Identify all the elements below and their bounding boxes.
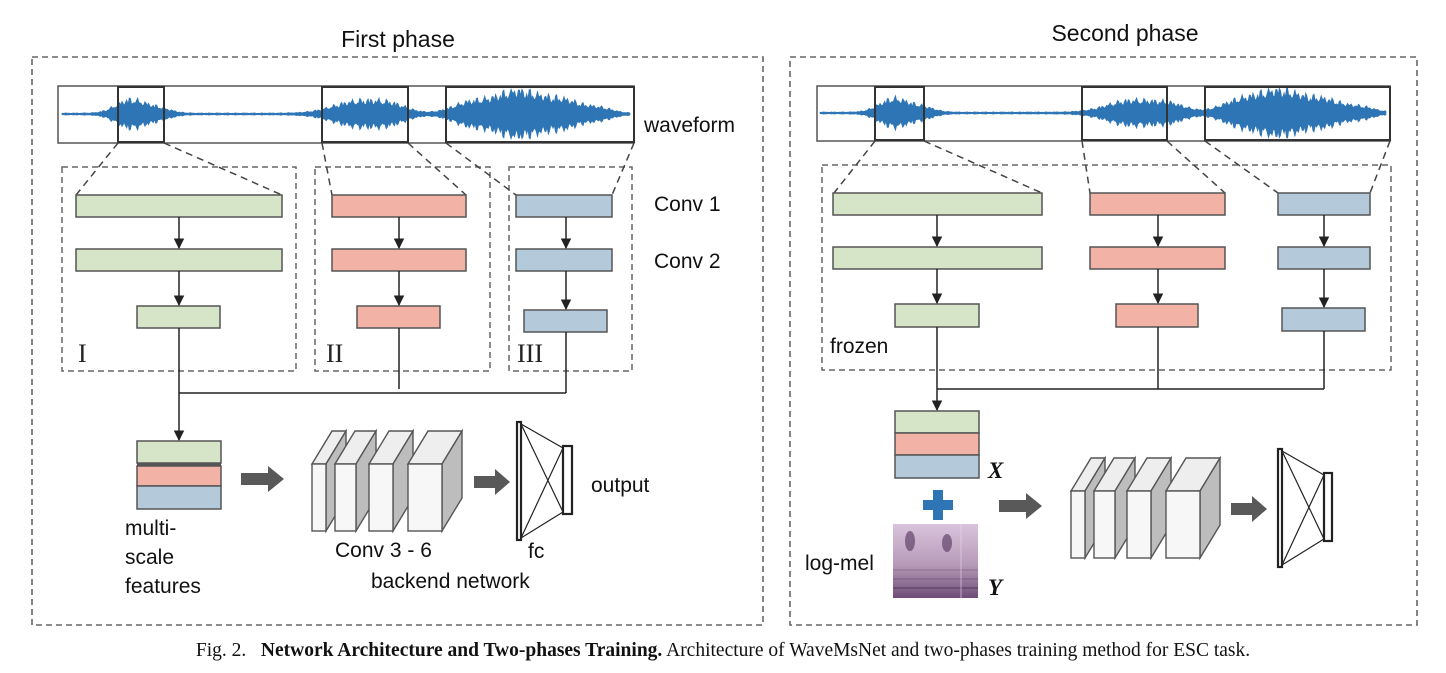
waveform-second <box>816 85 1391 142</box>
frozen-label: frozen <box>830 335 888 358</box>
window-1 <box>117 86 165 143</box>
conv-block-3d <box>1164 455 1222 561</box>
first-phase-panel: First phase waveform I <box>31 26 764 626</box>
conv36-label: Conv 3 - 6 <box>335 539 432 562</box>
frozen-frame <box>821 164 1392 371</box>
y-label: Y <box>988 575 1004 600</box>
log-mel-label: log-mel <box>805 552 874 575</box>
caption-text: Architecture of WaveMsNet and two-phases… <box>666 640 1251 661</box>
conv-block-3d <box>406 428 464 534</box>
projection-lines-second <box>833 140 1391 194</box>
branch-2-frame <box>314 166 491 372</box>
second-phase-title: Second phase <box>1051 20 1198 46</box>
conv2-block-1 <box>75 248 283 272</box>
fc-layer-second <box>1276 447 1334 569</box>
branch-3-label: III <box>517 339 543 368</box>
multiscale-label-1: multi- <box>125 517 176 540</box>
second-phase-frame <box>789 56 1418 626</box>
second-phase-panel: Second phase <box>789 20 1418 626</box>
backend-blocks-first <box>310 428 464 534</box>
branch-2-label: II <box>326 339 343 368</box>
backend-label: backend network <box>371 570 530 593</box>
output-label: output <box>591 474 650 497</box>
window-2 <box>321 86 409 143</box>
waveform-first <box>57 85 635 144</box>
flow-arrow-3 <box>999 493 1042 519</box>
caption-bold-title: Network Architecture and Two-phases Trai… <box>260 640 663 661</box>
conv1-label: Conv 1 <box>654 193 721 216</box>
fc-layer-first <box>515 420 574 542</box>
multiscale-label-2: scale <box>125 546 174 569</box>
flow-arrow-4 <box>1231 496 1267 522</box>
conv1-block-3 <box>515 194 613 218</box>
conv2-block-3 <box>515 248 613 272</box>
first-phase-frame <box>31 56 764 626</box>
window-3 <box>445 86 635 143</box>
pool-block-2 <box>356 305 441 329</box>
x-label: X <box>987 458 1004 483</box>
caption-fig-number: Fig. 2. <box>195 640 247 661</box>
conv2-label: Conv 2 <box>654 250 721 273</box>
multiscale-feature-stack <box>136 440 222 510</box>
waveform-signal <box>819 86 1387 140</box>
multiscale-label-3: features <box>125 575 201 598</box>
pool-block-3 <box>523 309 608 333</box>
multiscale-feature-stack-second <box>894 410 980 479</box>
pool-block-1 <box>136 305 221 329</box>
flow-arrow-2 <box>474 469 510 495</box>
waveform-signal <box>61 88 631 140</box>
projection-lines-first <box>75 142 635 196</box>
merge-lines-first <box>178 328 567 394</box>
waveform-label: waveform <box>643 114 735 137</box>
first-phase-title: First phase <box>341 26 455 52</box>
branch-1-label: I <box>78 339 87 368</box>
log-mel-spectrogram <box>893 524 978 598</box>
flow-arrow-1 <box>241 466 284 492</box>
conv1-block-2 <box>331 194 467 218</box>
figure-caption: Fig. 2. Network Architecture and Two-pha… <box>0 640 1446 662</box>
branch-3-frame <box>508 166 633 372</box>
backend-blocks-second <box>1069 455 1222 561</box>
plus-icon <box>923 490 953 520</box>
conv2-block-2 <box>331 248 467 272</box>
conv1-block-1 <box>75 194 283 218</box>
merge-lines-second <box>936 327 1325 390</box>
fc-label-first: fc <box>528 540 544 563</box>
